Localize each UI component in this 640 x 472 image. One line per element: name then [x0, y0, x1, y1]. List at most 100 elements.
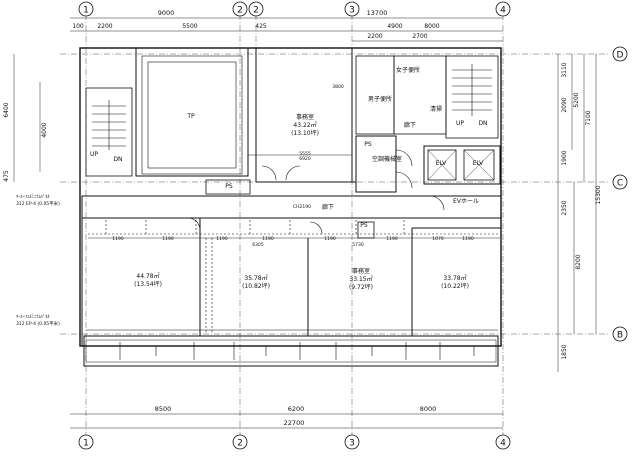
grid-column-bubble [495, 434, 511, 450]
room-label: (10.22坪) [441, 282, 469, 290]
partition-lines [88, 220, 500, 332]
grid-lines [60, 14, 608, 440]
room-label: UP [456, 120, 464, 127]
grid-row-bubble-label: D [617, 51, 624, 61]
room-label: ELV [436, 160, 447, 167]
dimension-label: 8000 [424, 23, 439, 30]
dimension-labels: 9000 13700 100 2200 5500 425 4900 8000 2200 2700 8… [3, 9, 602, 427]
room-label: DN [113, 156, 122, 163]
annotation-note: ﾏｰﾙｰﾌｪﾙﾐﾆｳﾑﾊﾟﾈﾙ [16, 193, 50, 200]
room-label: 35.78㎡ [244, 274, 267, 282]
door-swings [187, 149, 445, 235]
dimension-label: 22700 [284, 419, 305, 427]
dimension-label: 100 [72, 23, 84, 30]
room-label: PS [360, 222, 368, 229]
room-label: 男子便所 [368, 95, 392, 103]
grid-column-bubble-label: 1 [83, 6, 89, 16]
room-label: (13.54坪) [134, 280, 162, 288]
room-label: 廊下 [322, 203, 334, 211]
room-label: TP [186, 113, 195, 120]
dimension-label: 1190 [386, 236, 398, 242]
dimension-label: 6200 [288, 405, 305, 413]
room-label: (9.72坪) [349, 283, 373, 291]
dimension-label: 6400 [3, 102, 10, 117]
room-label: 事務室 [296, 113, 314, 121]
dimension-label: CH2190 [293, 204, 311, 210]
dimension-label: 1190 [216, 236, 228, 242]
grid-row-bubble-label: B [617, 331, 623, 341]
dimension-label: 5730 [352, 242, 364, 248]
annotation-note: ﾏｰﾙｰﾌｪﾙﾐﾆｳﾑﾊﾟﾈﾙ [16, 313, 50, 320]
dimension-label: 9000 [158, 9, 175, 17]
dimension-label: 5555 [299, 151, 311, 157]
dimension-label: 2090 [561, 97, 568, 112]
interior-walls [82, 47, 501, 336]
dimension-label: 1900 [561, 150, 568, 165]
dimension-label: 475 [3, 170, 10, 182]
grid-column-bubble-label: 4 [500, 6, 506, 16]
grid-column-bubble-label: 3 [349, 6, 355, 16]
dimension-label: 2700 [412, 33, 427, 40]
grid-column-bubble-label: 1 [83, 439, 89, 449]
dimension-label: 6305 [252, 242, 264, 248]
room-label: 空調機械室 [372, 155, 402, 163]
grid-row-bubble [612, 174, 628, 190]
outer-walls [79, 47, 502, 367]
dimension-label: 425 [255, 23, 267, 30]
grid-row-bubbles: D C B [612, 46, 628, 342]
dimension-lines [13, 17, 597, 429]
dimension-label: 2200 [367, 33, 382, 40]
room-label: 43.22㎡ [293, 121, 316, 129]
dimension-label: 1190 [112, 236, 124, 242]
grid-row-bubble [612, 326, 628, 342]
room-label: UP [90, 151, 98, 158]
balcony-panels [119, 342, 475, 360]
grid-column-bubble [78, 434, 94, 450]
dimension-label: 8500 [155, 405, 172, 413]
dimension-label: 2200 [97, 23, 112, 30]
grid-column-bubble [344, 434, 360, 450]
room-label: 33.78㎡ [443, 274, 466, 282]
grid-column-bubble [495, 1, 511, 17]
dimension-label: 6920 [299, 156, 311, 162]
room-label: 33.15㎡ [349, 275, 372, 283]
room-label: (10.82坪) [242, 282, 270, 290]
dimension-label: 1850 [561, 344, 568, 359]
room-label: (13.10坪) [291, 129, 319, 137]
dimension-label: 1190 [162, 236, 174, 242]
room-label: 女子便所 [396, 66, 420, 74]
grid-column-bubble [344, 1, 360, 17]
grid-column-bubbles-bottom: 1 2 3 4 [78, 434, 511, 450]
grid-column-bubble-label: 2 [237, 6, 243, 16]
grid-column-bubble [78, 1, 94, 17]
dimension-label: 13700 [367, 9, 388, 17]
grid-column-bubble-label: 4 [500, 439, 506, 449]
dimension-label: 8200 [575, 254, 582, 269]
grid-column-bubble-label: 3 [349, 439, 355, 449]
dimension-label: 1190 [262, 236, 274, 242]
dimension-label: 1070 [432, 236, 444, 242]
room-label: 44.78㎡ [136, 272, 159, 280]
grid-column-bubble-label: 2 [237, 439, 243, 449]
room-label: 事務室 [352, 267, 370, 275]
dimension-label: 4900 [387, 23, 402, 30]
dimension-label: 1190 [324, 236, 336, 242]
grid-column-bubble-label: 2 [253, 6, 259, 16]
annotation-note: 312 EP-4 (0.05平米) [16, 320, 60, 327]
dimension-label: 4000 [41, 122, 48, 137]
room-label: PS [364, 141, 372, 148]
dimension-label: 7100 [585, 110, 592, 125]
room-label: EVホール [453, 198, 479, 205]
room-label: ELV [473, 160, 484, 167]
dimension-label: 1190 [462, 236, 474, 242]
dimension-label: 5500 [182, 23, 197, 30]
stair-treads [92, 64, 492, 150]
dimension-label: 15300 [595, 185, 602, 204]
grid-row-bubble-label: C [617, 179, 623, 189]
grid-row-bubble [612, 46, 628, 62]
dimension-label: 3110 [561, 62, 568, 77]
grid-column-bubble [232, 1, 248, 17]
